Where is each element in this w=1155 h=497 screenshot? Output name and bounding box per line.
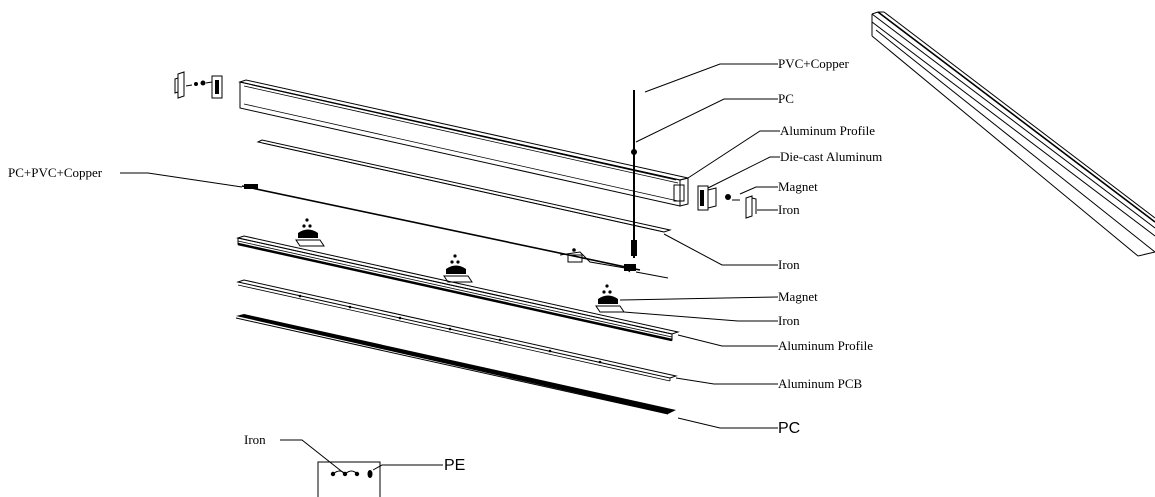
right-end-cap-parts — [697, 185, 757, 219]
leader-lines — [120, 63, 780, 475]
aluminum-profile-bar — [236, 235, 680, 342]
label-aluminum-profile-top: Aluminum Profile — [780, 123, 875, 138]
label-aluminum-profile-lower: Aluminum Profile — [778, 338, 873, 353]
magnet-clip-1 — [295, 218, 325, 247]
pc-diffuser — [235, 314, 676, 415]
terminal-box — [317, 461, 381, 497]
left-end-cap-parts — [174, 71, 223, 99]
aluminum-pcb-strip — [236, 279, 678, 382]
profile-perspective — [871, 11, 1155, 257]
iron-strip — [256, 139, 672, 233]
label-magnet-right: Magnet — [778, 179, 818, 194]
magnet-clip-3 — [595, 284, 625, 313]
label-iron-right: Iron — [778, 202, 800, 217]
label-iron-mid: Iron — [778, 257, 800, 272]
label-magnet-mid: Magnet — [778, 289, 818, 304]
label-die-cast-aluminum: Die-cast Aluminum — [780, 149, 882, 164]
label-pc-bottom: PC — [778, 420, 800, 437]
label-iron-lower: Iron — [778, 313, 800, 328]
magnet-clip-2 — [443, 254, 473, 283]
aluminum-profile-housing — [238, 79, 689, 207]
label-pc-top: PC — [778, 91, 794, 106]
label-pc-pvc-copper: PC+PVC+Copper — [8, 165, 103, 180]
label-pvc-copper: PVC+Copper — [778, 56, 850, 71]
copper-wire — [241, 184, 669, 279]
label-iron-box: Iron — [244, 432, 266, 447]
label-pe: PE — [444, 457, 465, 474]
label-aluminum-pcb: Aluminum PCB — [778, 376, 862, 391]
vertical-rod — [631, 90, 637, 258]
